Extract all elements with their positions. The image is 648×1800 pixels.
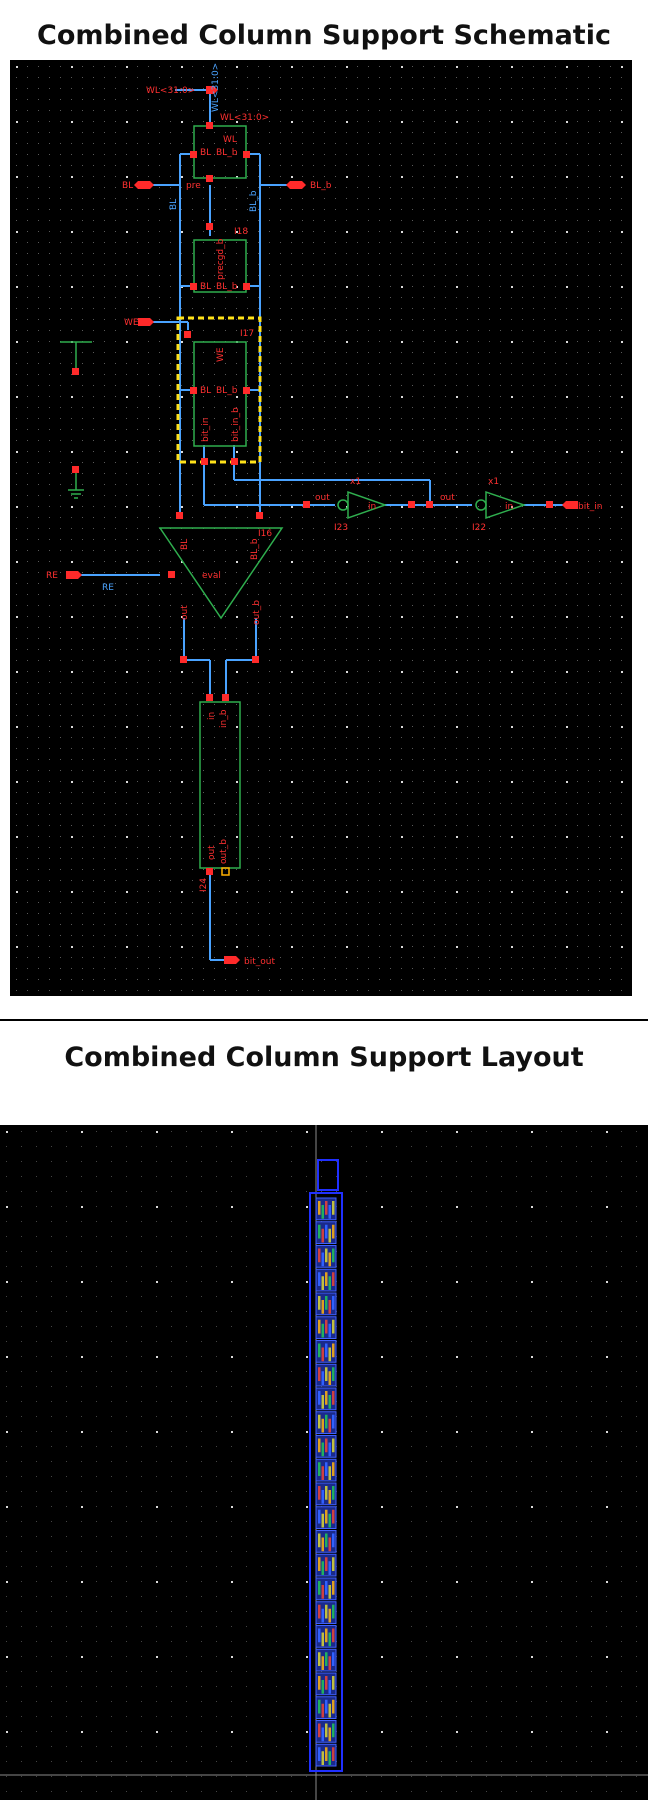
i18-port-bl-b: BL_b [216,282,238,292]
pin-label-re: RE [46,571,58,581]
inst-label-i24: I24 [199,878,209,892]
i22-mult: x1 [488,477,499,487]
output-driver-box [199,701,241,869]
bl-pin [134,181,154,189]
inst-label-i22: I22 [472,523,486,533]
i17-port-bl-b: BL_b [216,386,238,396]
layout-cell [315,1268,337,1292]
layout-cell [315,1292,337,1316]
wire-label-wl-bus: WL<31:0> [211,63,221,112]
layout-cell [315,1221,337,1244]
we-pin [138,318,154,326]
i17-port-bit-in: bit_in [201,418,211,442]
schematic-pins [66,86,578,964]
i16-port-bl: BL [180,539,190,550]
pin-label-bit-out: bit_out [244,957,275,967]
i17-port-bit-in-b: bit_in_b [231,407,241,442]
layout-cell [315,1316,337,1339]
wire-label-re: RE [102,583,114,593]
i18-port-precgd: precgd_b [216,238,226,280]
i24-port-out-b: out_b [219,839,229,864]
wl-box-port-bl-b: BL_b [216,148,238,158]
inst-label-i16: I16 [258,529,272,539]
wl-bus-label-2: WL<31:0> [220,113,269,123]
schematic-grid [16,66,623,991]
pin-label-bl-b: BL_b [310,181,332,191]
inst-label-i23: I23 [334,523,348,533]
i16-port-eval: eval [202,571,221,581]
i23-mult: x1 [350,477,361,487]
layout-cell [315,1743,337,1767]
bit-out-b-pin [221,867,230,876]
schematic-nodes [72,122,553,875]
inst-label-i17: I17 [240,329,254,339]
layout-column-outline [309,1192,343,1772]
pin-label-bl: BL [122,181,133,191]
schematic-title: Combined Column Support Schematic [37,20,611,51]
layout-cell [315,1553,337,1577]
layout-cell [315,1577,337,1601]
layout-top-cell [317,1159,339,1191]
layout-cell [315,1506,337,1529]
wire-label-pre: pre [186,181,201,191]
sense-amp-triangle [158,527,284,620]
layout-cell [315,1696,337,1719]
i18-port-bl: BL [200,282,211,292]
layout-cell [315,1530,337,1553]
i24-port-out: out [207,845,217,860]
i16-port-out: out [180,605,190,620]
layout-cell [315,1340,337,1363]
i17-port-we: WE [216,347,226,362]
layout-title: Combined Column Support Layout [64,1042,584,1073]
layout-cell [315,1482,337,1506]
layout-grid [6,1131,637,1792]
i22-port-out: out [440,493,455,503]
i16-port-out-b: out_b [252,600,262,625]
pin-label-bit-in: bit_in [578,502,602,512]
layout-cell [315,1435,337,1458]
layout-cell [315,1387,337,1411]
wl-box-port-wl: WL [223,135,237,145]
layout-cell-stack [315,1197,337,1767]
pin-label-wl: WL<31:0> [146,86,195,96]
i16-port-bl-b: BL_b [250,538,260,560]
layout-cell [315,1245,337,1268]
pin-label-we: WE [124,318,139,328]
layout-cell [315,1197,337,1221]
i22-port-in: in [505,502,513,512]
layout-cell [315,1601,337,1624]
layout-cell [315,1411,337,1434]
layout-canvas [0,1125,648,1800]
i23-port-in: in [368,502,376,512]
precharge-box [193,239,247,293]
wire-label-bl-b: BL_b [249,190,259,212]
schematic-canvas: WL<31:0> WL<31:0> WL<31:0> WL BL BL_b BL… [10,60,632,996]
layout-cell [315,1672,337,1696]
i17-port-bl: BL [200,386,211,396]
bit-in-pin [562,501,578,509]
write-driver-highlight [176,316,262,464]
layout-cell [315,1458,337,1482]
layout-cell [315,1625,337,1648]
wire-label-bl: BL [169,199,179,210]
bit-out-pin [224,956,240,964]
layout-cell [315,1648,337,1672]
i24-port-in-b: in_b [219,709,229,728]
bl-b-pin [286,181,306,189]
wl-pin [206,86,218,94]
i24-port-in: in [207,712,217,720]
i23-port-out: out [315,493,330,503]
wl-box-port-bl: BL [200,148,211,158]
layout-cell [315,1363,337,1387]
section-divider [0,1019,648,1021]
re-pin [66,571,82,579]
inst-label-i18: I18 [234,227,248,237]
layout-cell [315,1720,337,1743]
